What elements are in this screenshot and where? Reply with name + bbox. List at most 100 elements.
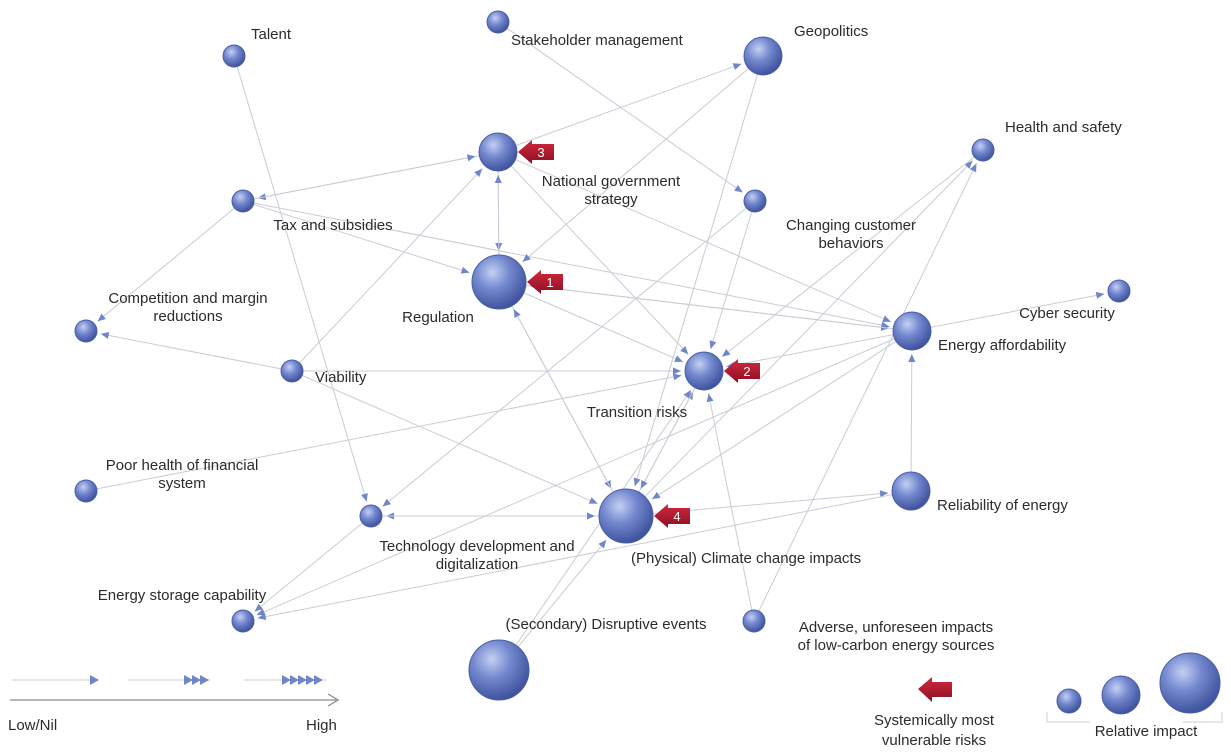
edge-tax-to-national	[253, 155, 476, 200]
edge-arrowhead-icon	[474, 168, 483, 177]
edge-arrowhead-icon	[673, 367, 681, 375]
node-affordability	[892, 311, 932, 351]
vulnerable-rank-label: 3	[537, 145, 544, 160]
node-label-adverse: of low-carbon energy sources	[798, 637, 995, 654]
edge-adverse-to-transition	[708, 393, 753, 611]
vulnerable-badge-transition: 2	[724, 359, 760, 383]
edge-national-to-transition	[510, 165, 689, 355]
legend-impact-label: Relative impact	[1095, 723, 1198, 740]
impact-large-icon	[1159, 652, 1221, 714]
edge-arrowhead-icon	[588, 497, 598, 504]
node-talent	[222, 44, 246, 68]
edge-climate-to-reliability	[652, 492, 889, 515]
edge-arrowhead-icon	[513, 309, 521, 318]
node-storage	[231, 609, 255, 633]
edge-arrowhead-icon	[882, 315, 891, 322]
node-label-customer: Changing customer	[786, 217, 916, 234]
edge-stakeholder-to-customer	[506, 27, 743, 193]
node-label-climate: (Physical) Climate change impacts	[631, 550, 861, 567]
node-label-tax: Tax and subsidies	[273, 217, 392, 234]
edge-customer-to-transition	[710, 211, 753, 350]
legend-arrow-icon	[90, 675, 99, 685]
node-national	[478, 132, 518, 172]
legend-vulnerable-line2: vulnerable risks	[882, 732, 986, 749]
node-adverse	[742, 609, 766, 633]
edge-arrowhead-icon	[522, 253, 531, 262]
impact-medium-icon	[1101, 675, 1141, 715]
edge-regulation-to-national	[497, 174, 500, 256]
edge-arrowhead-icon	[97, 313, 106, 322]
node-label-competition: reductions	[153, 308, 222, 325]
node-label-talent: Talent	[251, 26, 292, 43]
edge-arrowhead-icon	[964, 160, 973, 169]
edge-technology-to-storage	[254, 522, 363, 612]
edge-arrowhead-icon	[734, 184, 743, 193]
edge-reliability-to-storage	[257, 494, 893, 619]
edge-tax-to-regulation	[253, 203, 470, 274]
edge-arrowhead-icon	[722, 349, 731, 357]
node-geopolitics	[743, 36, 783, 76]
edge-viability-to-climate	[301, 374, 598, 505]
edge-national-to-geopolitics	[515, 63, 742, 146]
node-poorhealth	[74, 479, 98, 503]
vulnerable-rank-label: 1	[546, 275, 553, 290]
vulnerable-arrow-icon	[518, 140, 554, 164]
node-regulation	[471, 254, 527, 310]
legend-arrow-icon	[298, 675, 307, 685]
edge-arrowhead-icon	[674, 355, 683, 362]
node-label-stakeholder: Stakeholder management	[511, 32, 684, 49]
node-label-health: Health and safety	[1005, 119, 1122, 136]
legend-vulnerable: Systemically most vulnerable risks	[874, 677, 995, 749]
edge-tax-to-affordability	[253, 202, 890, 328]
edge-climate-to-health	[644, 160, 973, 498]
edge-transition-to-climate	[640, 387, 696, 489]
edge-customer-to-technology	[382, 207, 747, 507]
vulnerable-arrow-icon	[527, 270, 563, 294]
node-secondary	[468, 639, 530, 701]
edge-arrowhead-icon	[633, 477, 641, 487]
node-label-viability: Viability	[315, 369, 367, 386]
node-customer	[743, 189, 767, 213]
edge-arrowhead-icon	[361, 492, 368, 502]
edge-tax-to-competition	[97, 207, 235, 322]
edge-adverse-to-health	[758, 163, 977, 612]
edge-arrowhead-icon	[652, 491, 661, 500]
impact-bracket	[1046, 712, 1090, 723]
node-climate	[598, 488, 654, 544]
node-technology	[359, 504, 383, 528]
edge-arrowhead-icon	[732, 63, 742, 70]
edge-affordability-to-storage	[256, 338, 895, 616]
node-label-secondary: (Secondary) Disruptive events	[506, 616, 707, 633]
legend-low-label: Low/Nil	[8, 717, 57, 734]
edge-affordability-to-transition	[726, 334, 894, 368]
edge-affordability-to-cyber	[930, 293, 1105, 328]
node-label-affordability: Energy affordability	[938, 337, 1067, 354]
edge-climate-to-regulation	[513, 309, 614, 493]
legend-arrow-icon	[282, 675, 291, 685]
node-stakeholder	[486, 10, 510, 34]
impact-bracket	[1183, 712, 1223, 723]
node-label-national: strategy	[584, 191, 638, 208]
vulnerable-rank-label: 4	[673, 509, 680, 524]
badges-layer: 3 1 2 4	[518, 140, 760, 528]
legend-arrow-icon	[306, 675, 315, 685]
edge-national-to-affordability	[515, 159, 892, 323]
edge-arrowhead-icon	[254, 603, 264, 612]
node-label-storage: Energy storage capability	[98, 587, 267, 604]
legend-arrow-icon	[200, 675, 209, 685]
edge-arrowhead-icon	[100, 331, 110, 339]
legend-relative-impact: Relative impact	[1046, 652, 1223, 740]
edges-layer	[96, 27, 1105, 648]
edge-arrowhead-icon	[382, 498, 392, 507]
edge-poorhealth-to-transition	[96, 374, 682, 490]
legend-arrow-icon	[314, 675, 323, 685]
edge-viability-to-national	[299, 168, 483, 364]
edge-arrowhead-icon	[1095, 291, 1105, 299]
edge-arrowhead-icon	[257, 613, 267, 621]
edge-arrowhead-icon	[256, 608, 266, 616]
vulnerable-badge-national: 3	[518, 140, 554, 164]
edge-arrowhead-icon	[587, 512, 595, 520]
node-reliability	[891, 471, 931, 511]
